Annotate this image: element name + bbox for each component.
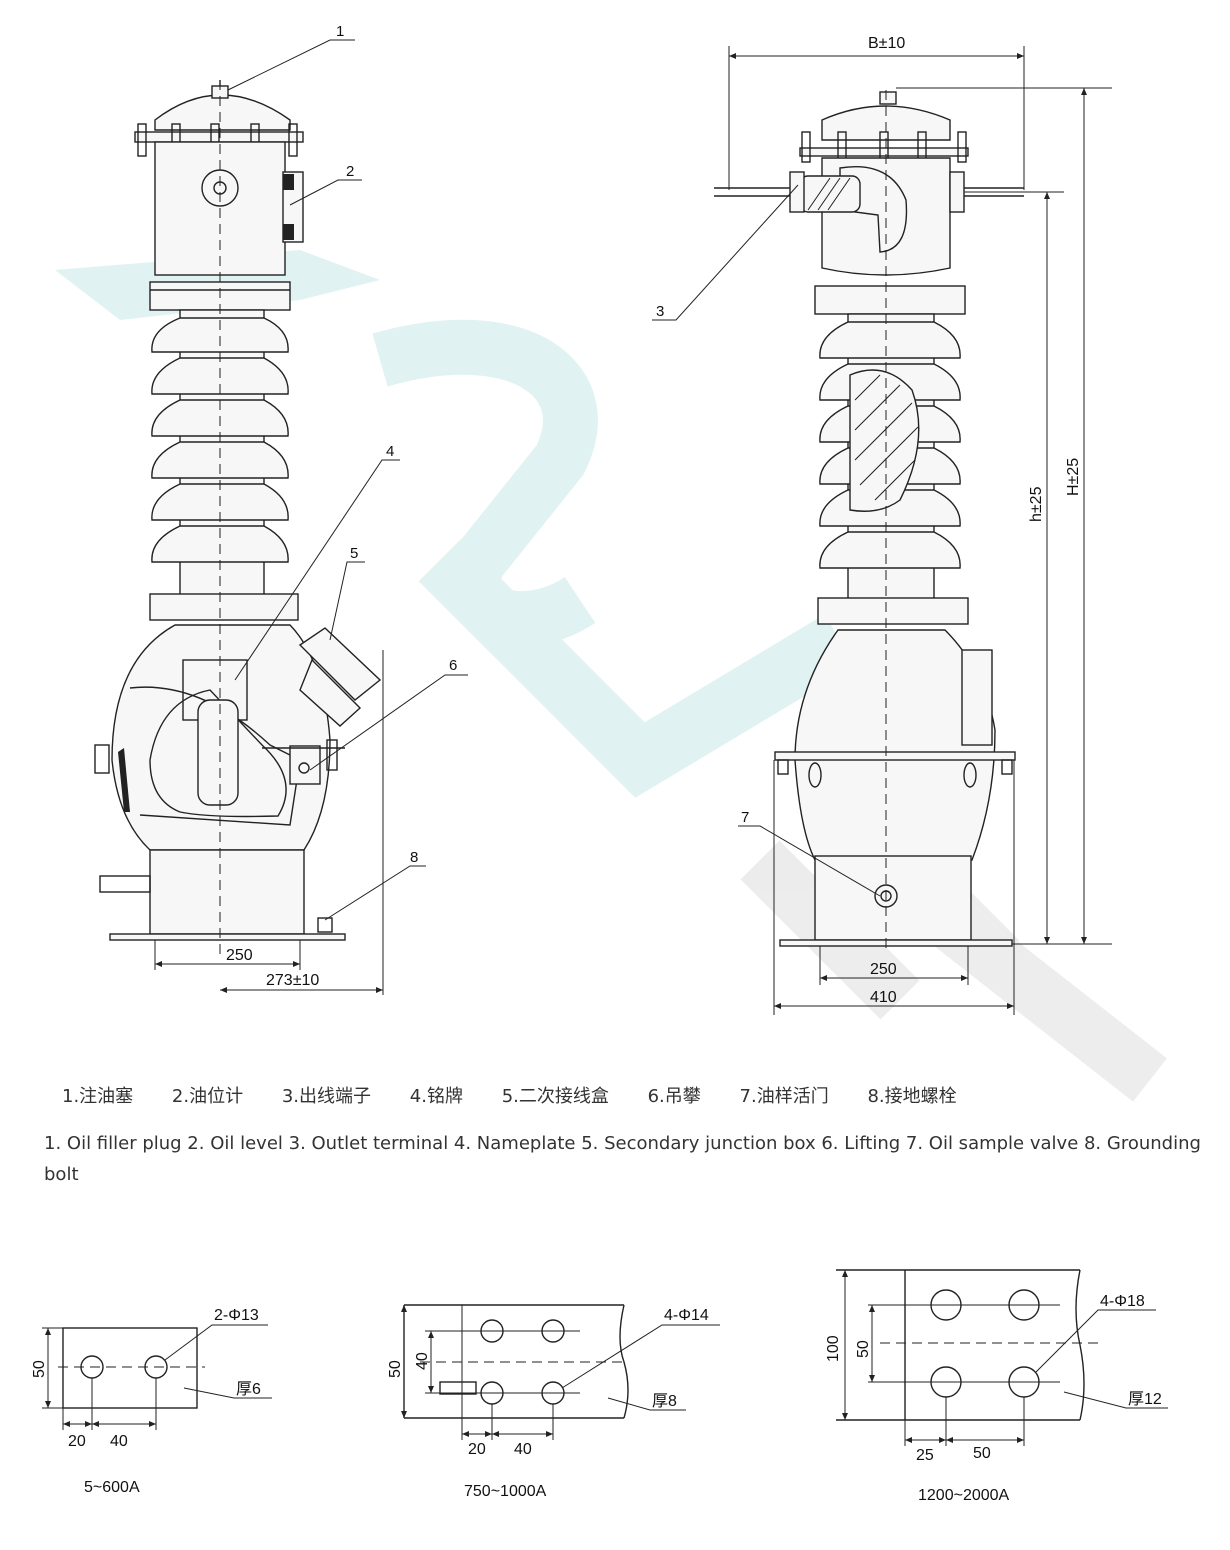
callout-7: 7 (741, 809, 749, 826)
base-plate (109, 933, 346, 941)
hole-spec-2: 4-Φ14 (664, 1307, 709, 1324)
svg-text:40: 40 (414, 1352, 431, 1370)
legend-cn-item: 4.铭牌 (409, 1086, 463, 1107)
base-box (149, 849, 305, 935)
dim-250-right: 250 (870, 961, 897, 978)
callout-4: 4 (386, 443, 394, 460)
svg-text:40: 40 (110, 1433, 128, 1450)
legend-cn-item: 2.油位计 (171, 1086, 244, 1107)
range-label-1: 5~600A (84, 1479, 140, 1496)
dim-B: B±10 (868, 35, 905, 52)
hole-spec-3: 4-Φ18 (1100, 1293, 1145, 1310)
left-view: 1 2 4 5 6 8 250 273±10 (94, 23, 468, 995)
range-label-2: 750~1000A (464, 1483, 547, 1500)
svg-text:厚12: 厚12 (1128, 1391, 1162, 1408)
svg-text:50: 50 (855, 1340, 872, 1358)
terminal-detail-2: 50 40 20 40 4-Φ14 厚8 750~1000A (387, 1304, 720, 1500)
svg-text:25: 25 (916, 1447, 934, 1464)
right-view: 3 7 B±10 H±25 h±25 250 410 (652, 35, 1112, 1015)
secondary-junction-box (298, 627, 382, 727)
callout-8: 8 (410, 849, 418, 866)
callout-1: 1 (336, 23, 344, 40)
svg-text:20: 20 (468, 1441, 486, 1458)
callout-6: 6 (449, 657, 457, 674)
legend-cn-item: 8.接地螺栓 (867, 1086, 957, 1107)
svg-text:50: 50 (973, 1445, 991, 1462)
svg-text:50: 50 (31, 1360, 48, 1378)
legend-chinese: 1.注油塞 2.油位计 3.出线端子 4.铭牌 5.二次接线盒 6.吊攀 7.油… (62, 1082, 1230, 1108)
dim-273: 273±10 (266, 972, 319, 989)
dim-410: 410 (870, 989, 897, 1006)
svg-text:40: 40 (514, 1441, 532, 1458)
insulator-right (819, 313, 961, 601)
svg-text:100: 100 (825, 1335, 842, 1362)
svg-text:厚6: 厚6 (236, 1381, 261, 1398)
dim-250-left: 250 (226, 947, 253, 964)
legend-cn-item: 5.二次接线盒 (501, 1086, 609, 1107)
callout-3: 3 (656, 303, 664, 320)
svg-text:50: 50 (387, 1360, 404, 1378)
terminal-detail-3: 100 50 25 50 4-Φ18 厚12 1200~2000A (825, 1269, 1168, 1504)
legend-cn-item: 7.油样活门 (739, 1086, 829, 1107)
grounding-bolt (317, 917, 333, 933)
oil-filler-dome (154, 94, 291, 131)
legend-cn-item: 1.注油塞 (62, 1086, 134, 1107)
hole-spec-1: 2-Φ13 (214, 1307, 259, 1324)
dim-h: h±25 (1028, 486, 1045, 522)
terminal-detail-1: 50 20 40 2-Φ13 厚6 5~600A (31, 1307, 272, 1496)
legend-english: 1. Oil filler plug 2. Oil level 3. Outle… (44, 1133, 1201, 1185)
legend-cn-item: 3.出线端子 (281, 1086, 372, 1107)
top-bolts (137, 123, 298, 157)
svg-text:厚8: 厚8 (652, 1393, 677, 1410)
callout-2: 2 (346, 163, 354, 180)
callout-5: 5 (350, 545, 358, 562)
svg-text:20: 20 (68, 1433, 86, 1450)
dim-H: H±25 (1065, 458, 1082, 496)
legend-cn-item: 6.吊攀 (647, 1086, 701, 1107)
range-label-3: 1200~2000A (918, 1487, 1010, 1504)
